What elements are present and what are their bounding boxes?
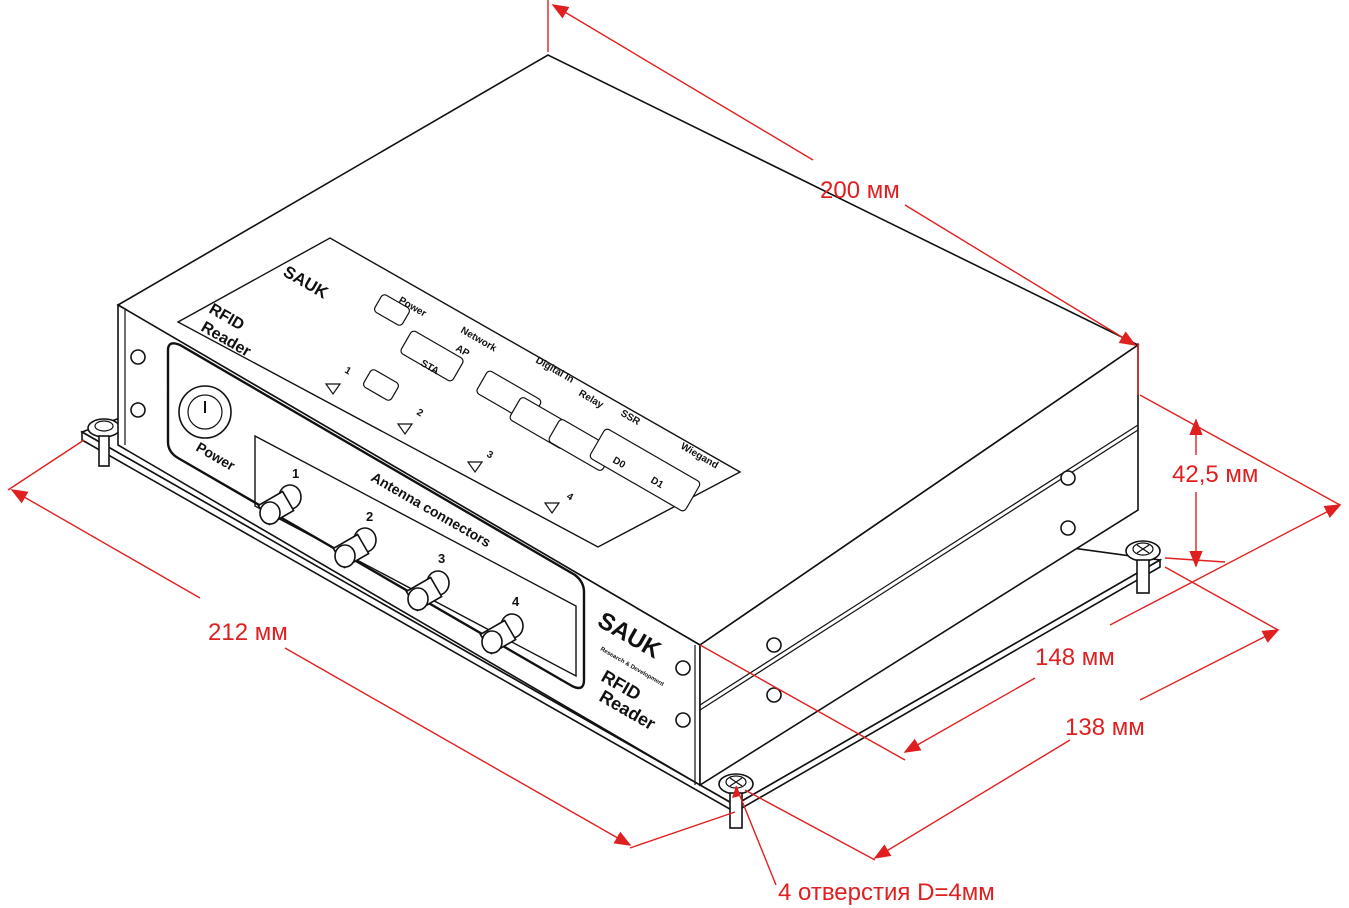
antenna-port-4-label: 4 (512, 594, 520, 609)
power-icon (187, 394, 223, 430)
antenna-connector-3[interactable]: 3 (405, 551, 450, 612)
antenna-triangle-icon (324, 383, 561, 515)
mounting-screw-back-right (1125, 540, 1161, 594)
antenna-port-3-label: 3 (438, 551, 445, 566)
antenna-led-box (363, 369, 399, 401)
power-led-box (374, 294, 410, 326)
dimension-lines (7, 0, 1342, 886)
mounting-screw-front-left (87, 418, 121, 467)
mounting-screw-front-right (718, 773, 754, 829)
dim-depth-outer-label: 148 мм (1035, 644, 1115, 671)
antenna-marker-1: 1 (343, 365, 354, 378)
antenna-connector-4[interactable]: 4 (479, 594, 524, 655)
antenna-port-1-label: 1 (292, 466, 299, 481)
antenna-connector-1[interactable]: 1 (257, 466, 302, 526)
antenna-connector-2[interactable]: 2 (332, 509, 377, 569)
antenna-marker-4: 4 (565, 491, 576, 504)
dim-holes-label: 4 отверстия D=4мм (778, 879, 995, 906)
front-panel: Power Antenna connectors 1 2 3 4 (166, 342, 666, 734)
dim-length-label: 200 мм (820, 177, 900, 204)
dim-depth-inner-label: 138 мм (1065, 714, 1145, 741)
wiegand-led-box (589, 428, 701, 512)
network-led-box (400, 330, 464, 382)
dim-height-label: 42,5 мм (1172, 461, 1258, 488)
antenna-marker-2: 2 (415, 407, 426, 420)
antenna-port-2-label: 2 (366, 509, 373, 524)
dim-width-label: 212 мм (208, 619, 288, 646)
antenna-marker-3: 3 (485, 449, 496, 462)
side-screws (130, 349, 1076, 728)
